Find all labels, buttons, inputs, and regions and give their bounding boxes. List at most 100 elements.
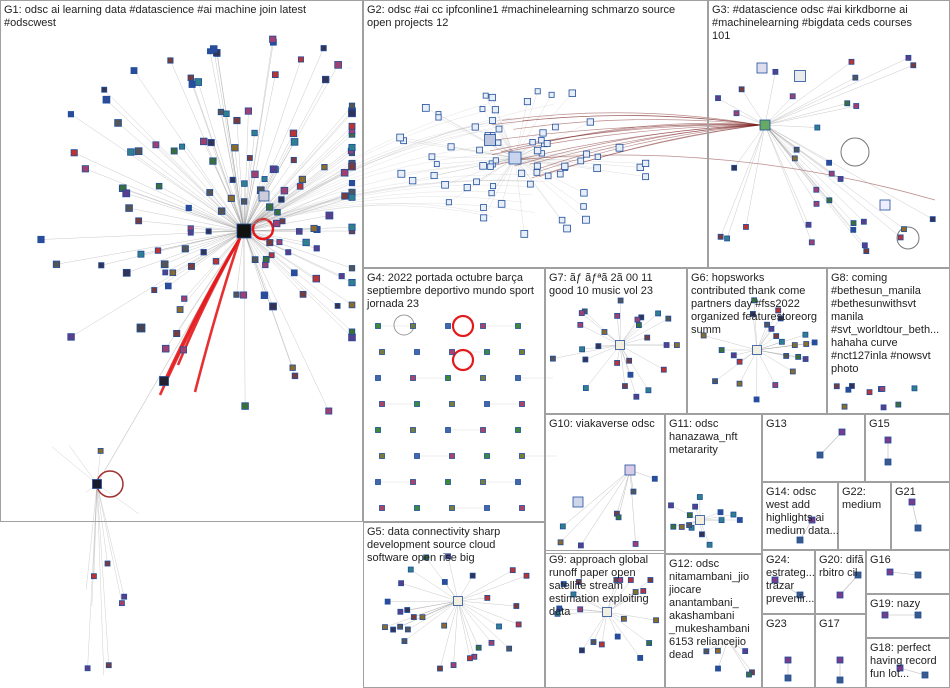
g2-node bbox=[534, 88, 541, 95]
group-label-line: medium data... bbox=[766, 525, 839, 537]
g1-node bbox=[151, 287, 158, 294]
g9-node bbox=[554, 610, 561, 617]
g9-node bbox=[653, 617, 659, 624]
g5-node bbox=[475, 644, 482, 651]
g1-node bbox=[231, 144, 239, 152]
g7-node bbox=[665, 315, 672, 322]
group-label-line: anantambani_ bbox=[669, 597, 740, 609]
graph-edge bbox=[213, 48, 245, 232]
g3-node bbox=[793, 146, 800, 153]
g1-node bbox=[348, 122, 356, 130]
group-label-line: 6153 reliancejio bbox=[669, 636, 746, 648]
group-label-line: G12: odsc bbox=[669, 558, 720, 570]
graph-edge bbox=[753, 300, 758, 351]
graph-edge bbox=[578, 581, 608, 613]
graph-edge bbox=[899, 667, 926, 676]
small-group-node bbox=[854, 571, 862, 579]
small-group-node bbox=[914, 571, 922, 579]
g7-node bbox=[578, 310, 585, 316]
g7-node bbox=[645, 387, 652, 394]
graph-edge bbox=[243, 150, 352, 232]
small-group-node bbox=[886, 568, 894, 576]
g11-node bbox=[686, 522, 693, 528]
g1-node bbox=[206, 189, 214, 196]
g7-node bbox=[636, 322, 642, 328]
g3-node bbox=[826, 159, 833, 166]
g10-node bbox=[557, 539, 564, 546]
g4-node bbox=[379, 505, 385, 511]
g1-node bbox=[348, 278, 356, 287]
graph-edge bbox=[490, 124, 761, 152]
group-panel-g10 bbox=[545, 414, 665, 554]
g1-node bbox=[164, 282, 172, 290]
group-label-g10: G10: viakaverse odsc bbox=[549, 418, 655, 430]
g3-node bbox=[794, 70, 806, 82]
group-label-line: nitamambani_jio bbox=[669, 571, 749, 583]
small-group-node bbox=[836, 656, 844, 664]
g3-node bbox=[879, 199, 891, 211]
small-group-node bbox=[914, 611, 922, 619]
g3-node bbox=[733, 110, 740, 117]
graph-edge bbox=[243, 113, 353, 232]
g2-node bbox=[642, 159, 650, 167]
graph-edge bbox=[243, 126, 353, 232]
g2-node bbox=[490, 183, 497, 190]
self-loop bbox=[840, 137, 870, 167]
group-label-line: having record bbox=[870, 655, 937, 667]
graph-edge bbox=[756, 343, 807, 351]
graph-edge bbox=[243, 110, 353, 232]
g4-node bbox=[515, 427, 521, 433]
small-group-node bbox=[796, 591, 804, 599]
g6-node bbox=[791, 342, 798, 348]
graph-edge bbox=[514, 157, 584, 207]
g7-node bbox=[595, 343, 602, 350]
graph-edge bbox=[96, 483, 108, 564]
graph-edge bbox=[243, 230, 293, 368]
g11-node bbox=[668, 502, 674, 509]
g2-node bbox=[441, 180, 449, 189]
g1-node bbox=[200, 249, 207, 256]
g11-node bbox=[670, 523, 677, 530]
g11-node bbox=[718, 517, 725, 524]
group-label-line: metararity bbox=[669, 444, 718, 456]
g4-node bbox=[414, 453, 420, 459]
graph-edge bbox=[585, 344, 621, 360]
small-group-node bbox=[921, 671, 929, 679]
g8-node bbox=[841, 403, 848, 410]
g5-node bbox=[469, 572, 476, 579]
g12-node bbox=[742, 648, 749, 654]
g3-node bbox=[826, 197, 833, 204]
graph-edge bbox=[155, 144, 245, 232]
g12-node bbox=[715, 665, 721, 672]
g6-node bbox=[775, 307, 782, 314]
g5-node bbox=[437, 665, 443, 672]
graph-edge bbox=[764, 124, 854, 231]
g1-node bbox=[180, 346, 187, 354]
graph-edge bbox=[209, 51, 245, 232]
graph-edge bbox=[243, 48, 324, 232]
g1-node bbox=[321, 164, 328, 171]
g9-node bbox=[577, 606, 584, 613]
graph-edge bbox=[249, 191, 532, 226]
small-group-node bbox=[908, 498, 916, 506]
graph-edge bbox=[453, 600, 459, 666]
graph-edge bbox=[714, 349, 758, 382]
g1-node bbox=[227, 194, 235, 202]
group-label-line: G8: coming bbox=[831, 272, 887, 284]
group-label-g3: G3: #datascience odsc #ai kirkdborne ai#… bbox=[712, 4, 912, 42]
g4-node bbox=[484, 453, 490, 459]
g2-node bbox=[556, 170, 564, 178]
g2-node bbox=[642, 173, 649, 181]
g4-node bbox=[484, 401, 490, 407]
g1-node bbox=[299, 290, 307, 298]
g3-node bbox=[717, 233, 724, 240]
g11-node-hub bbox=[695, 515, 705, 525]
g1-node bbox=[101, 86, 108, 93]
graph-edge bbox=[619, 344, 649, 391]
g2-node bbox=[529, 139, 536, 146]
g4-node bbox=[445, 427, 451, 433]
graph-edge bbox=[739, 349, 758, 384]
group-label-line: good 10 music vol 23 bbox=[549, 285, 653, 297]
